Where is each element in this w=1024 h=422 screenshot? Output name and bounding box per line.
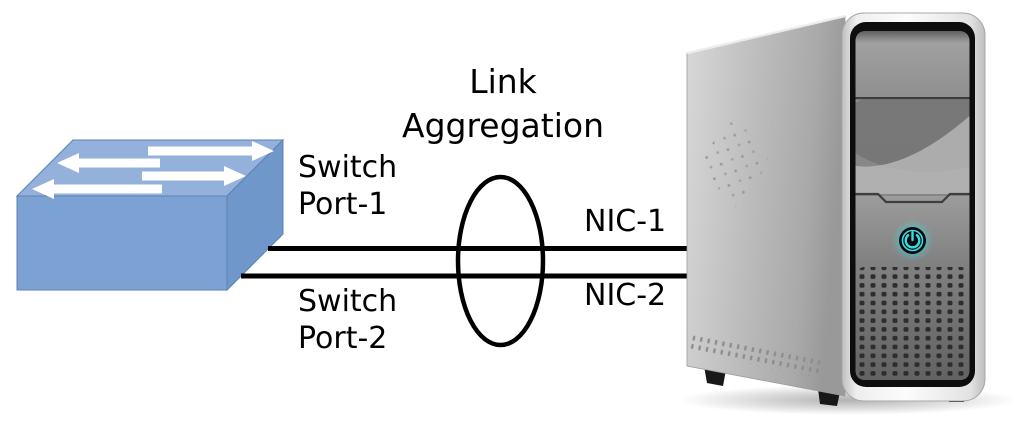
arrow-left-icon [57, 153, 160, 173]
side-vent-slots [690, 333, 820, 378]
switch-port-1-line-1: Switch [298, 150, 398, 185]
bay-divider [855, 97, 970, 100]
nic-1-label: NIC-1 [584, 204, 667, 239]
arrow-right-icon [148, 141, 274, 161]
switch-port-2-line-1: Switch [298, 284, 398, 319]
switch-side-face [226, 138, 284, 292]
arrow-left-icon [32, 179, 162, 199]
arrow-right-icon [142, 166, 246, 186]
network-switch-icon [15, 138, 285, 292]
front-vent-grid [858, 267, 967, 377]
title-line-2: Aggregation [402, 106, 604, 145]
switch-port-1-line-2: Port-1 [298, 187, 388, 222]
switch-port-2-label: Switch Port-2 [298, 283, 397, 357]
power-button-ring [901, 229, 924, 252]
door-handle-notch [855, 192, 970, 204]
power-button [891, 219, 934, 262]
panel-highlight-swoosh [855, 116, 970, 194]
server-tower-icon [678, 12, 1018, 415]
title-line-1: Link [469, 62, 537, 101]
diagram-title: Link Aggregation [340, 60, 666, 148]
side-speckle-dots [700, 112, 770, 210]
nic-2-label: NIC-2 [584, 278, 667, 313]
switch-port-2-line-2: Port-2 [298, 321, 388, 356]
switch-port-1-label: Switch Port-1 [298, 149, 397, 223]
server-top-edge-highlight [686, 14, 846, 55]
switch-front-face [16, 195, 228, 291]
power-icon [904, 231, 921, 249]
aggregation-ellipse [455, 174, 546, 348]
drive-bay [855, 31, 970, 97]
